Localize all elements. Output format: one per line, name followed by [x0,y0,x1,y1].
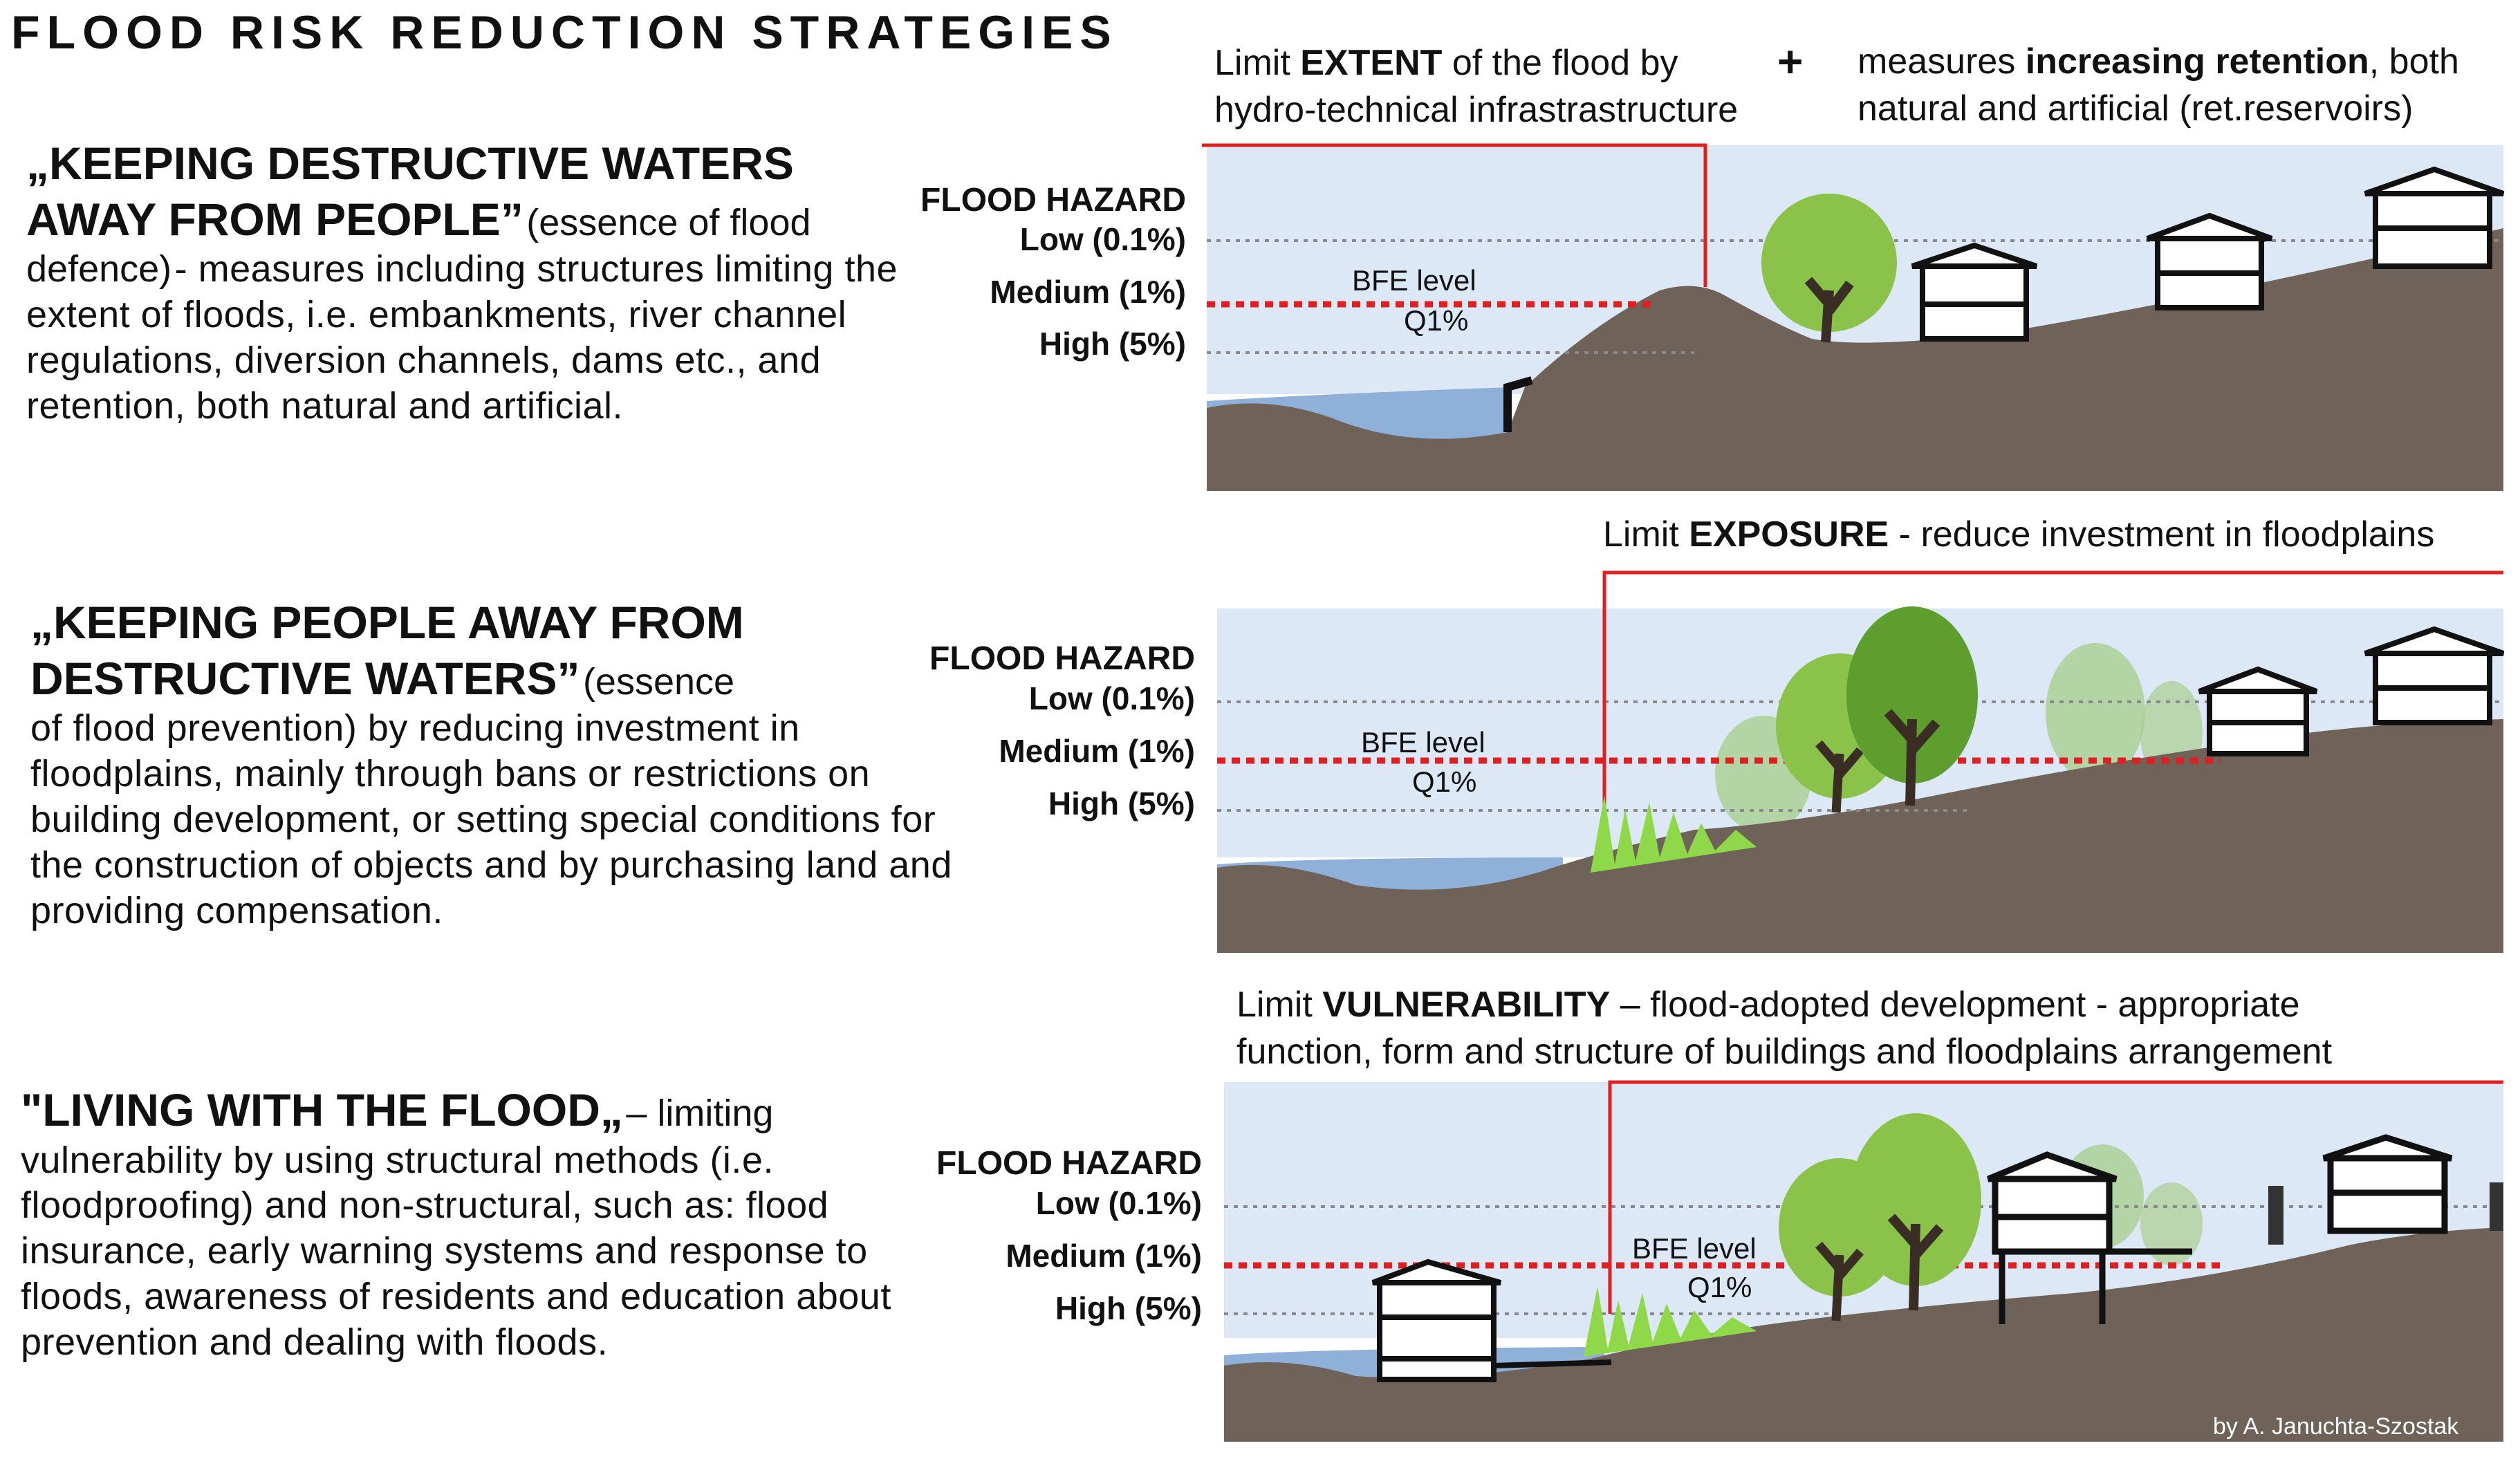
page-title: FLOOD RISK REDUCTION STRATEGIES [11,6,1118,59]
panel-1-ground [1207,228,2503,491]
strategy-2-body: of flood prevention) by reducing investm… [30,707,952,931]
panel-3-bfe-label: BFE level [1632,1232,1757,1265]
panel-1-house-2 [2146,212,2273,310]
panel-1-q-label: Q1% [1404,304,1468,337]
caption-limit-exposure: Limit EXPOSURE - reduce investment in fl… [1603,512,2434,559]
panel-1-hazard-medium: Medium (1%) [990,274,1186,310]
panel-1-bfe-label: BFE level [1352,264,1476,297]
panel-1-tree [1761,194,1897,343]
panel-2-house-1 [2198,666,2318,756]
caption-retention-bold: increasing retention [2025,41,2369,82]
panel-2-hazard-medium: Medium (1%) [999,733,1195,769]
panel-1-house-3 [2364,166,2505,269]
panel-living-with-flood: BFE level Q1% FLOOD HAZARD Low (0.1%) Me… [936,1080,2503,1442]
panel-1-callout-line [1202,143,1707,287]
strategy-2-heading-tail: (essence [582,660,735,703]
author-credit: by A. Januchta-Szostak [2213,1413,2459,1440]
panel-1-house-1 [1911,242,2038,342]
panel-2-hazard-high: High (5%) [1048,786,1195,821]
panel-3-tree-faded-2 [2140,1182,2203,1265]
caption-vuln-line2: function, form and structure of building… [1236,1031,2333,1072]
caption-vuln-post: – flood-adopted development - appropriat… [1610,985,2300,1025]
panel-2-tree-2 [1846,606,1978,806]
panel-flood-prevention: BFE level Q1% FLOOD HAZARD Low (0.1%) Me… [929,570,2505,953]
caption-retention: measures increasing retention, both natu… [1857,39,2459,132]
panel-3-post-2 [2490,1182,2503,1231]
panel-2-tree-faded-2 [2046,643,2145,781]
strategy-3-heading-tail: – limiting [626,1093,774,1134]
caption-extent-bold: EXTENT [1300,43,1443,83]
panel-3-post-1 [2268,1186,2283,1245]
panel-2-reeds [1591,795,1757,873]
panel-3-q-label: Q1% [1687,1271,1752,1303]
caption-exposure-pre: Limit [1603,514,1689,555]
caption-retention-pre: measures [1857,41,2026,82]
caption-retention-post: , both [2369,41,2459,82]
strategy-2-heading: „KEEPING PEOPLE AWAY FROM DESTRUCTIVE WA… [30,597,744,704]
panel-flood-defence: BFE level Q1% FLOOD HAZARD Low (0.1%) Me… [920,143,2505,491]
strategy-1-heading-tail: (essence of flood defence) [26,201,811,290]
caption-vuln-pre: Limit [1236,985,1323,1025]
caption-limit-vulnerability: Limit VULNERABILITY – flood-adopted deve… [1236,982,2332,1075]
panel-3-hazard-high: High (5%) [1055,1290,1202,1326]
panel-2-callout-line [1602,570,2503,809]
panel-3-reeds [1584,1286,1757,1357]
panel-3-hazard-title: FLOOD HAZARD [936,1145,1202,1182]
strategy-flood-defence: „KEEPING DESTRUCTIVE WATERS AWAY FROM PE… [26,136,925,429]
panel-3-hazard-medium: Medium (1%) [1006,1238,1202,1274]
panel-2-q-label: Q1% [1412,765,1476,798]
panel-2-hazard-title: FLOOD HAZARD [929,640,1195,677]
panel-2-house-2 [2364,626,2505,725]
strategy-flood-prevention: „KEEPING PEOPLE AWAY FROM DESTRUCTIVE WA… [30,595,978,933]
panel-3-upper-house [2322,1134,2453,1234]
caption-extent-post: of the flood by [1442,43,1678,83]
panel-3-floating-house [1371,1258,1612,1382]
caption-exposure-bold: EXPOSURE [1689,514,1889,555]
strategy-3-body: vulnerability by using structural method… [21,1139,891,1364]
panel-1-flood-wall [1503,376,1533,432]
panel-1-hazard-high: High (5%) [1039,326,1186,362]
caption-extent-line2: hydro-technical infrastrastructure [1214,89,1739,130]
caption-vuln-bold: VULNERABILITY [1322,985,1611,1025]
panel-2-ground [1217,719,2503,953]
panel-3-callout-line [1608,1080,2503,1314]
panel-3-ground [1224,1227,2503,1442]
strategy-living-with-flood: "LIVING WITH THE FLOOD„ – limiting vulne… [21,1082,927,1366]
caption-plus: + [1777,37,1804,86]
caption-retention-line2: natural and artificial (ret.reservoirs) [1857,88,2414,129]
strategy-1-body: - measures including structures limiting… [26,248,898,427]
strategy-1-heading: „KEEPING DESTRUCTIVE WATERS AWAY FROM PE… [26,138,794,245]
caption-limit-extent: Limit EXTENT of the flood by hydro-techn… [1214,40,1738,133]
caption-extent-pre: Limit [1214,43,1301,83]
panel-2-hazard-low: Low (0.1%) [1029,680,1195,716]
panel-3-stilt-house [1987,1151,2192,1324]
panel-2-bfe-label: BFE level [1361,726,1485,759]
panel-3-hazard-low: Low (0.1%) [1036,1185,1202,1221]
panel-3-tree-2 [1850,1113,1981,1311]
panel-1-hazard-low: Low (0.1%) [1020,221,1186,257]
caption-exposure-post: - reduce investment in floodplains [1889,514,2435,555]
strategy-3-heading: "LIVING WITH THE FLOOD„ [21,1084,623,1135]
panel-1-hazard-title: FLOOD HAZARD [920,182,1186,219]
